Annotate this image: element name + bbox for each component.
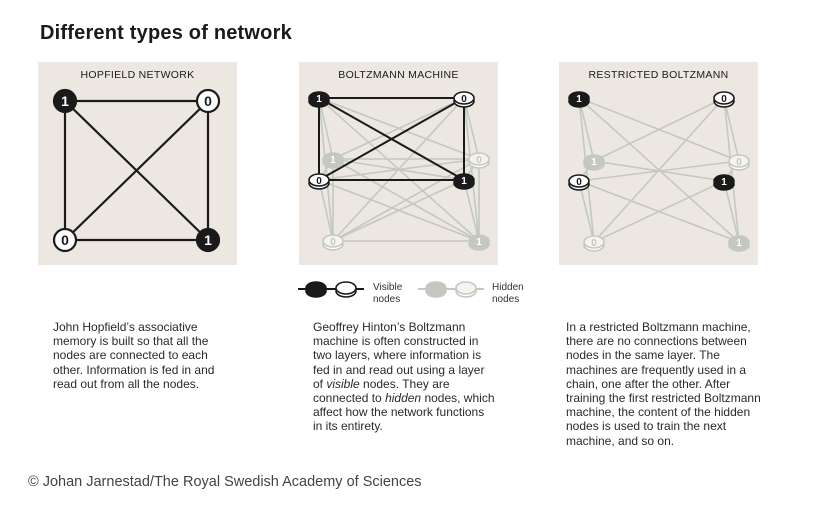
svg-text:0: 0 (721, 94, 727, 105)
legend-visible-node-off (335, 281, 357, 298)
legend-visible-label: Visible nodes (373, 282, 403, 305)
hopfield-node: 1 (195, 227, 221, 253)
boltzmann-visible-edge (318, 97, 465, 181)
boltzmann-hidden-node: 0 (322, 234, 344, 251)
boltzmann-hidden-edge (332, 179, 465, 242)
image-credit: © Johan Jarnestad/The Royal Swedish Acad… (28, 474, 422, 490)
restricted-visible-node: 0 (568, 174, 590, 191)
svg-text:0: 0 (316, 176, 322, 187)
svg-text:1: 1 (316, 94, 322, 105)
restricted-edge (723, 180, 740, 243)
svg-text:0: 0 (61, 232, 69, 248)
restricted-visible-node: 1 (568, 91, 590, 108)
boltzmann-hidden-edge (318, 179, 334, 242)
boltzmann-hidden-edge (463, 179, 480, 242)
legend-visible-node-on (305, 281, 327, 298)
boltzmann-hidden-edge (332, 97, 465, 160)
hopfield-node: 0 (195, 88, 221, 114)
restricted-hidden-node: 1 (583, 154, 605, 171)
svg-text:1: 1 (576, 94, 582, 105)
boltzmann-hidden-edge (318, 158, 480, 181)
restricted-edge (593, 160, 725, 182)
restricted-edge (593, 97, 725, 162)
restricted-panel-title: RESTRICTED BOLTZMANN (588, 69, 729, 81)
hopfield-node: 0 (52, 227, 78, 253)
boltzmann-visible-node: 1 (308, 91, 330, 108)
boltzmann-hidden-node: 1 (468, 234, 490, 251)
hopfield-panel-title: HOPFIELD NETWORK (80, 69, 195, 81)
legend-hidden-label: Hidden nodes (492, 282, 524, 305)
boltzmann-hidden-edge (318, 97, 334, 160)
svg-text:0: 0 (476, 155, 482, 166)
svg-text:0: 0 (736, 157, 742, 168)
restricted-caption: In a restricted Boltzmann machine, there… (566, 320, 761, 448)
legend-hidden-node-on (425, 281, 447, 298)
svg-text:0: 0 (204, 93, 212, 109)
boltzmann-hidden-node: 1 (322, 152, 344, 169)
restricted-visible-node: 0 (713, 91, 735, 108)
svg-text:1: 1 (61, 93, 69, 109)
restricted-hidden-node: 1 (728, 235, 750, 252)
svg-text:1: 1 (330, 155, 336, 166)
svg-text:1: 1 (476, 237, 482, 248)
restricted-edge (578, 180, 595, 243)
restricted-visible-node: 1 (713, 174, 735, 191)
boltzmann-caption: Geoffrey Hinton’s Boltzmann machine is o… (313, 320, 495, 434)
svg-text:0: 0 (591, 238, 597, 249)
svg-text:1: 1 (736, 238, 742, 249)
svg-text:1: 1 (591, 157, 597, 168)
svg-text:1: 1 (721, 177, 727, 188)
boltzmann-visible-node: 1 (453, 173, 475, 190)
svg-text:0: 0 (461, 94, 467, 105)
boltzmann-visible-node: 0 (453, 91, 475, 108)
page-title: Different types of network (40, 22, 292, 44)
restricted-edge (723, 97, 740, 162)
restricted-edge (578, 97, 595, 162)
hopfield-caption: John Hopfield’s associative memory is bu… (53, 320, 215, 391)
restricted-hidden-node: 0 (583, 235, 605, 252)
svg-text:1: 1 (204, 232, 212, 248)
svg-text:0: 0 (576, 177, 582, 188)
hopfield-edge (64, 100, 209, 241)
svg-text:0: 0 (330, 237, 336, 248)
boltzmann-hidden-edge (332, 158, 480, 242)
boltzmann-panel-title: BOLTZMANN MACHINE (338, 69, 459, 81)
boltzmann-hidden-edge (463, 97, 480, 160)
boltzmann-hidden-node: 0 (468, 152, 490, 169)
legend-hidden-node-off (455, 281, 477, 298)
restricted-hidden-node: 0 (728, 154, 750, 171)
hopfield-node: 1 (52, 88, 78, 114)
svg-text:1: 1 (461, 176, 467, 187)
restricted-edge (593, 180, 725, 243)
boltzmann-visible-node: 0 (308, 173, 330, 190)
restricted-edge (593, 97, 725, 243)
